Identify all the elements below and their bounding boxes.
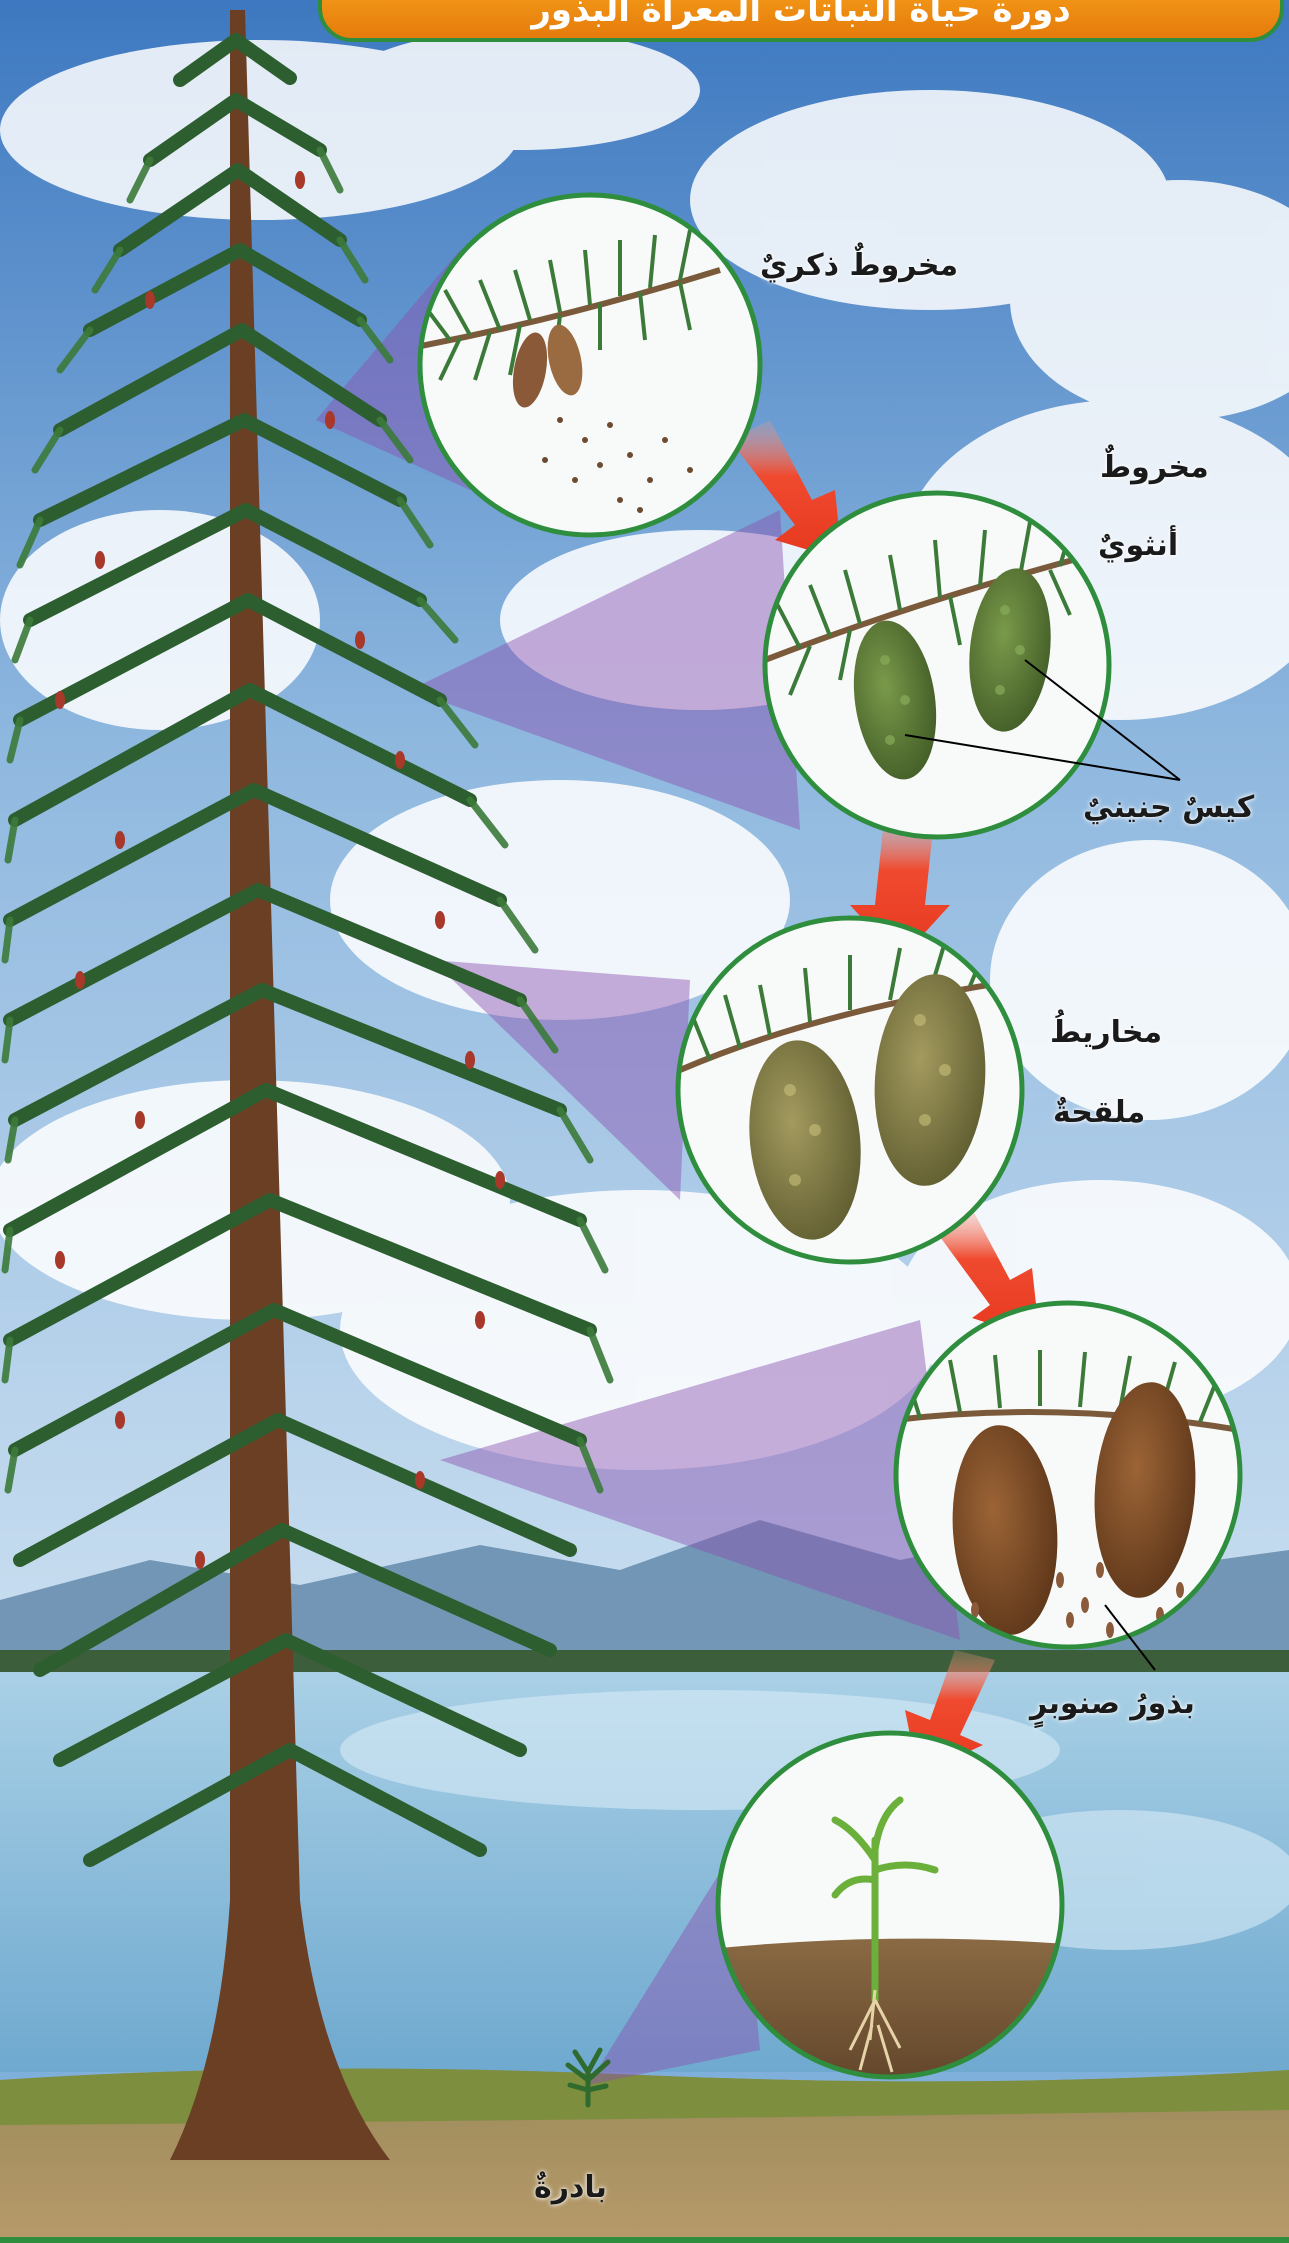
label-pine-seeds: بذورُ صنوبرٍ <box>1030 1686 1195 1721</box>
label-fertilized-cones-line1: مخاريطُ <box>1050 1015 1162 1050</box>
label-seedling: بادرةٌ <box>534 2170 607 2205</box>
label-male-cone: مخروطٌ ذكريٌ <box>760 248 958 283</box>
label-female-cone-line1: مخروطٌ <box>1100 450 1209 485</box>
label-female-cone-line2: أنثويٌ <box>1098 528 1178 563</box>
diagram-title: دورة حياة النباتات المعراة البذور <box>322 0 1280 30</box>
fertilized-cones-inset <box>678 918 1022 1262</box>
far-treeline <box>0 1650 1289 1672</box>
label-embryo-sac: كيسٌ جنينيٌ <box>1083 790 1254 825</box>
bottom-border <box>0 2237 1289 2243</box>
label-fertilized-cones-line2: ملقحةٌ <box>1053 1095 1145 1130</box>
title-banner: دورة حياة النباتات المعراة البذور <box>318 0 1284 42</box>
